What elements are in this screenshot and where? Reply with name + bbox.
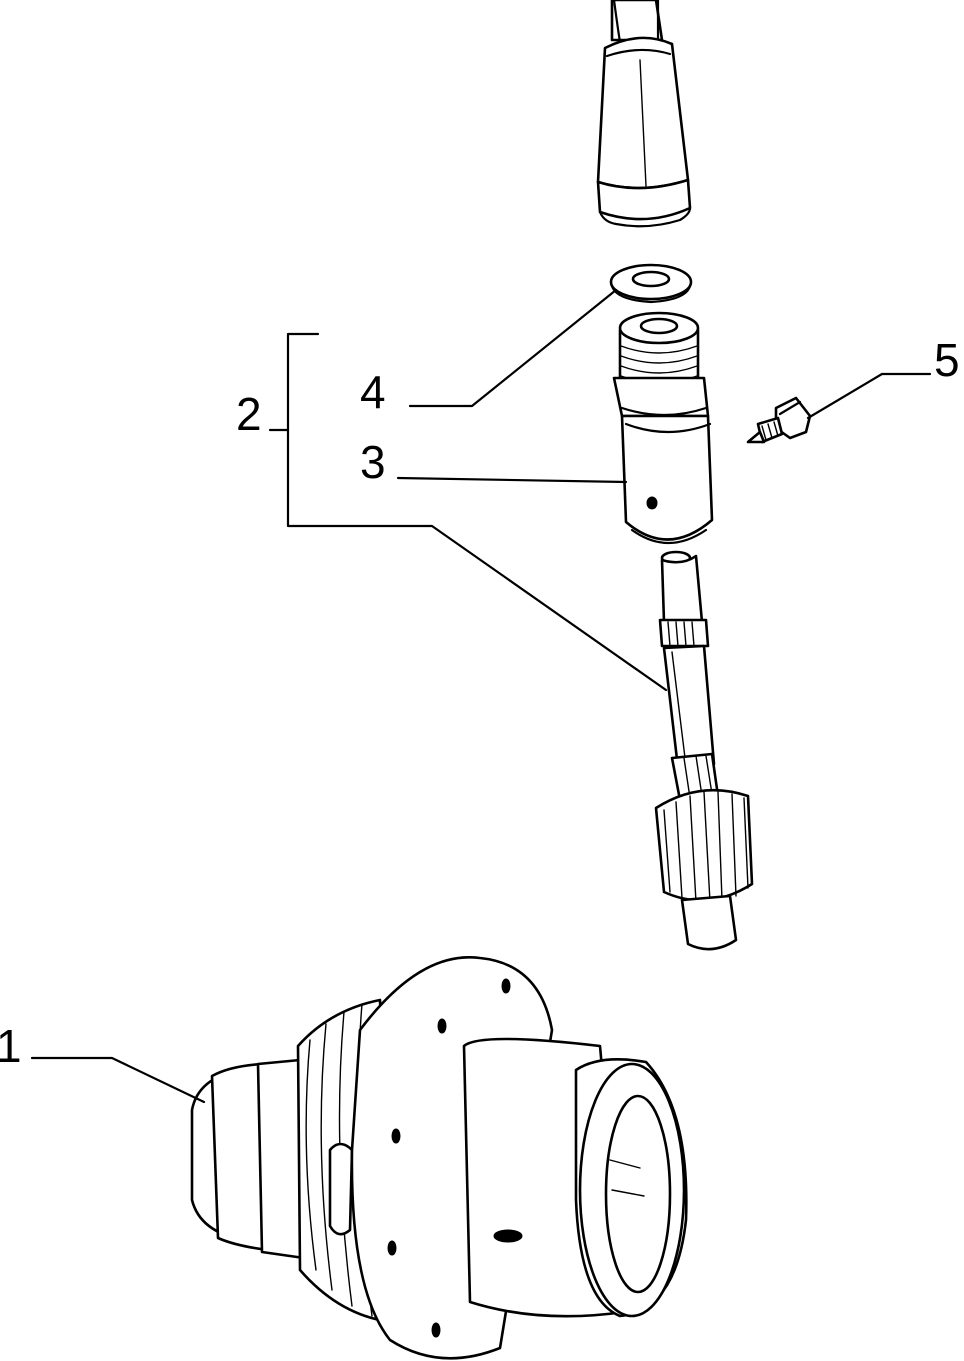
callout-label-5: 5: [934, 334, 960, 386]
leader-line-5: [806, 372, 932, 420]
callout-label-4: 4: [360, 366, 386, 418]
callout-label-1: 1: [0, 1020, 22, 1072]
leader-lines: [30, 288, 932, 1104]
differential-housing: [190, 955, 688, 1360]
drive-shaft-gear: [654, 550, 754, 951]
leader-line-4: [408, 288, 618, 408]
callout-label-3: 3: [360, 436, 386, 488]
washer: [609, 263, 693, 304]
bolt: [746, 396, 812, 444]
speedometer-cable: [596, 0, 692, 228]
leader-line-3: [396, 476, 628, 484]
bracket-2: [286, 332, 668, 692]
callout-label-2: 2: [236, 388, 262, 440]
threaded-sleeve: [612, 311, 714, 545]
leader-line-1: [30, 1056, 206, 1104]
